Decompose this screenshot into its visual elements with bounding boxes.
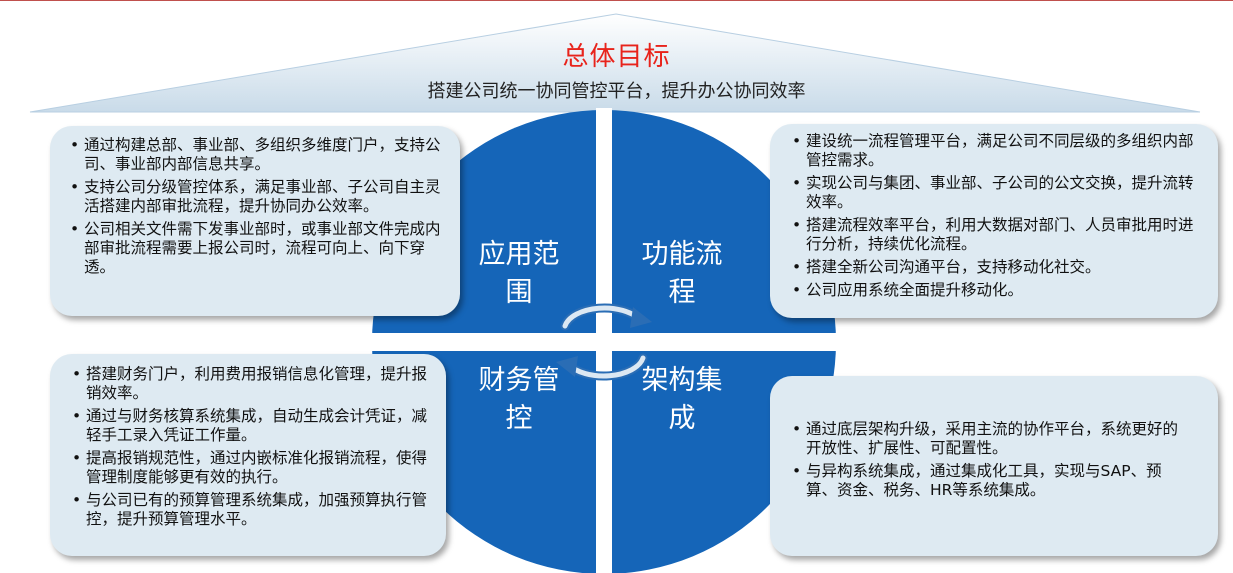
list-item: 通过构建总部、事业部、多组织多维度门户，支持公司、事业部内部信息共享。 xyxy=(70,136,442,174)
card-architecture-integration: 通过底层架构升级，采用主流的协作平台，系统更好的开放性、扩展性、可配置性。 与异… xyxy=(770,376,1218,556)
card-finance-control: 搭建财务门户，利用费用报销信息化管理，提升报销效率。 通过与财务核算系统集成，自… xyxy=(50,354,446,556)
quadrant-label: 程 xyxy=(668,277,696,308)
list-item: 建设统一流程管理平台，满足公司不同层级的多组织内部管控需求。 xyxy=(792,132,1200,170)
list-item: 搭建全新公司沟通平台，支持移动化社交。 xyxy=(792,258,1200,277)
quadrant-label: 围 xyxy=(505,277,533,308)
list-item: 通过与财务核算系统集成，自动生成会计凭证，减轻手工录入凭证工作量。 xyxy=(72,407,430,445)
quadrant-label: 成 xyxy=(668,403,696,434)
quadrant-finance-control: 财务管 控 xyxy=(464,362,574,438)
cycle-arrows-icon xyxy=(556,303,652,381)
quadrant-label: 功能流 xyxy=(641,239,723,270)
quadrant-function-process: 功能流 程 xyxy=(627,236,737,312)
bullet-list: 通过底层架构升级，采用主流的协作平台，系统更好的开放性、扩展性、可配置性。 与异… xyxy=(792,420,1192,500)
quadrant-application-scope: 应用范 围 xyxy=(464,236,574,312)
list-item: 支持公司分级管控体系，满足事业部、子公司自主灵活搭建内部审批流程，提升协同办公效… xyxy=(70,178,442,216)
top-rule xyxy=(0,0,1233,1)
quadrant-label: 财务管 xyxy=(478,365,560,396)
card-function-process: 建设统一流程管理平台，满足公司不同层级的多组织内部管控需求。 实现公司与集团、事… xyxy=(770,124,1218,318)
list-item: 通过底层架构升级，采用主流的协作平台，系统更好的开放性、扩展性、可配置性。 xyxy=(792,420,1192,458)
list-item: 搭建财务门户，利用费用报销信息化管理，提升报销效率。 xyxy=(72,365,430,403)
bullet-list: 通过构建总部、事业部、多组织多维度门户，支持公司、事业部内部信息共享。 支持公司… xyxy=(70,136,442,277)
list-item: 公司相关文件需下发事业部时，或事业部文件完成内部审批流程需要上报公司时，流程可向… xyxy=(70,220,442,277)
list-item: 与异构系统集成，通过集成化工具，实现与SAP、预算、资金、税务、HR等系统集成。 xyxy=(792,462,1192,500)
list-item: 实现公司与集团、事业部、子公司的公文交换，提升流转效率。 xyxy=(792,174,1200,212)
goal-title: 总体目标 xyxy=(562,42,671,72)
quadrant-architecture-integration: 架构集 成 xyxy=(627,362,737,438)
card-application-scope: 通过构建总部、事业部、多组织多维度门户，支持公司、事业部内部信息共享。 支持公司… xyxy=(50,126,460,316)
quadrant-label: 架构集 xyxy=(641,365,723,396)
list-item: 与公司已有的预算管理系统集成，加强预算执行管控，提升预算管理水平。 xyxy=(72,491,430,529)
quadrant-label: 应用范 xyxy=(478,239,560,270)
list-item: 公司应用系统全面提升移动化。 xyxy=(792,281,1200,300)
bullet-list: 搭建财务门户，利用费用报销信息化管理，提升报销效率。 通过与财务核算系统集成，自… xyxy=(72,365,430,529)
list-item: 提高报销规范性，通过内嵌标准化报销流程，使得管理制度能够更有效的执行。 xyxy=(72,449,430,487)
list-item: 搭建流程效率平台，利用大数据对部门、人员审批用时进行分析，持续优化流程。 xyxy=(792,216,1200,254)
bullet-list: 建设统一流程管理平台，满足公司不同层级的多组织内部管控需求。 实现公司与集团、事… xyxy=(792,132,1200,300)
quadrant-label: 控 xyxy=(505,403,533,434)
goal-subtitle: 搭建公司统一协同管控平台，提升办公协同效率 xyxy=(427,81,806,102)
